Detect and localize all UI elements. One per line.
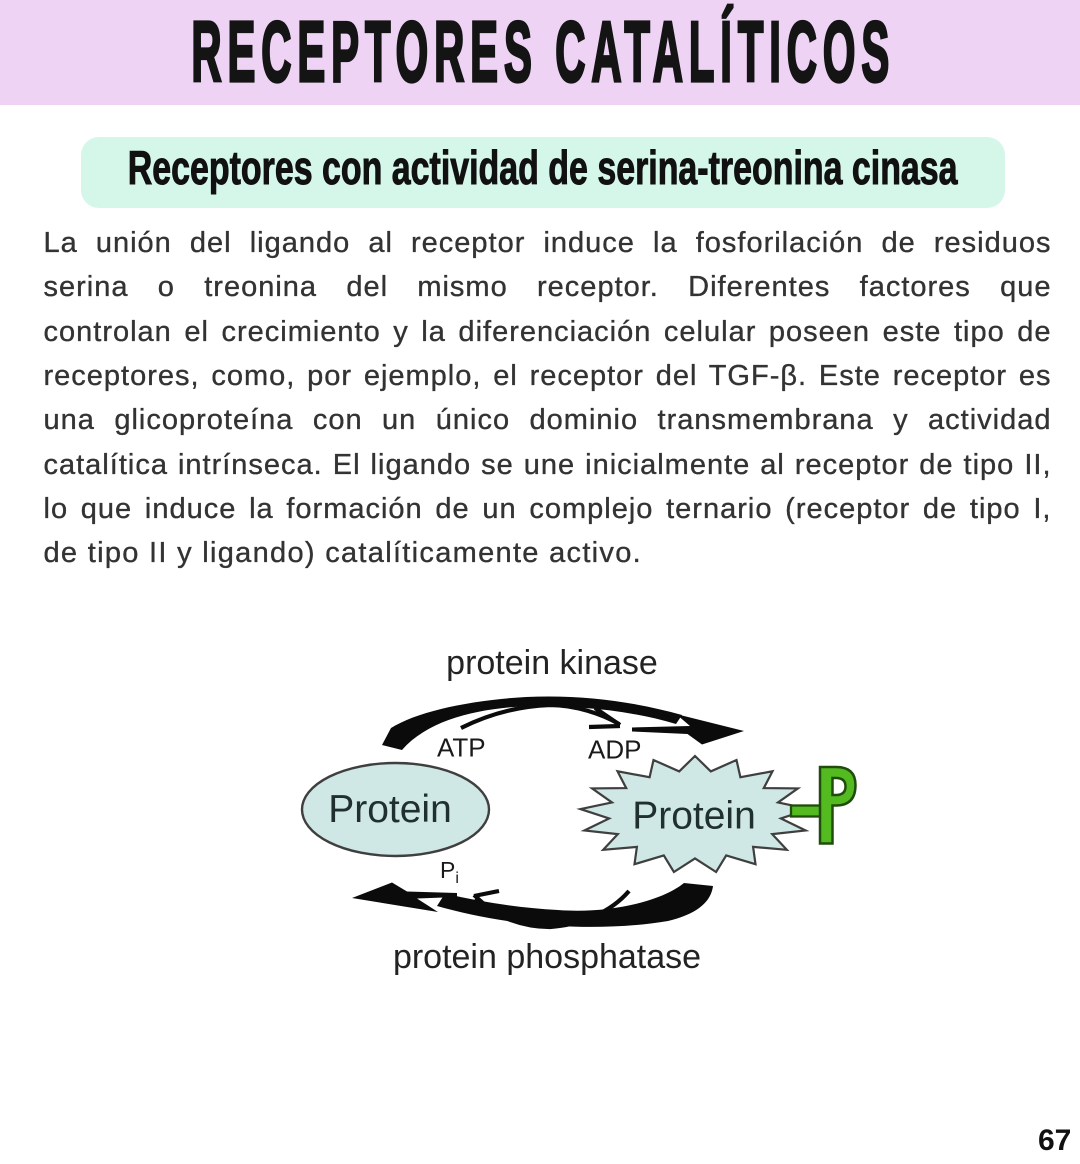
svg-text:Protein: Protein	[328, 788, 452, 831]
svg-text:ATP: ATP	[437, 733, 486, 763]
svg-text:protein kinase: protein kinase	[446, 644, 658, 682]
svg-text:protein phosphatase: protein phosphatase	[393, 938, 701, 976]
svg-text:ADP: ADP	[588, 735, 641, 765]
svg-text:Pi: Pi	[440, 857, 459, 887]
svg-text:Protein: Protein	[632, 795, 756, 838]
